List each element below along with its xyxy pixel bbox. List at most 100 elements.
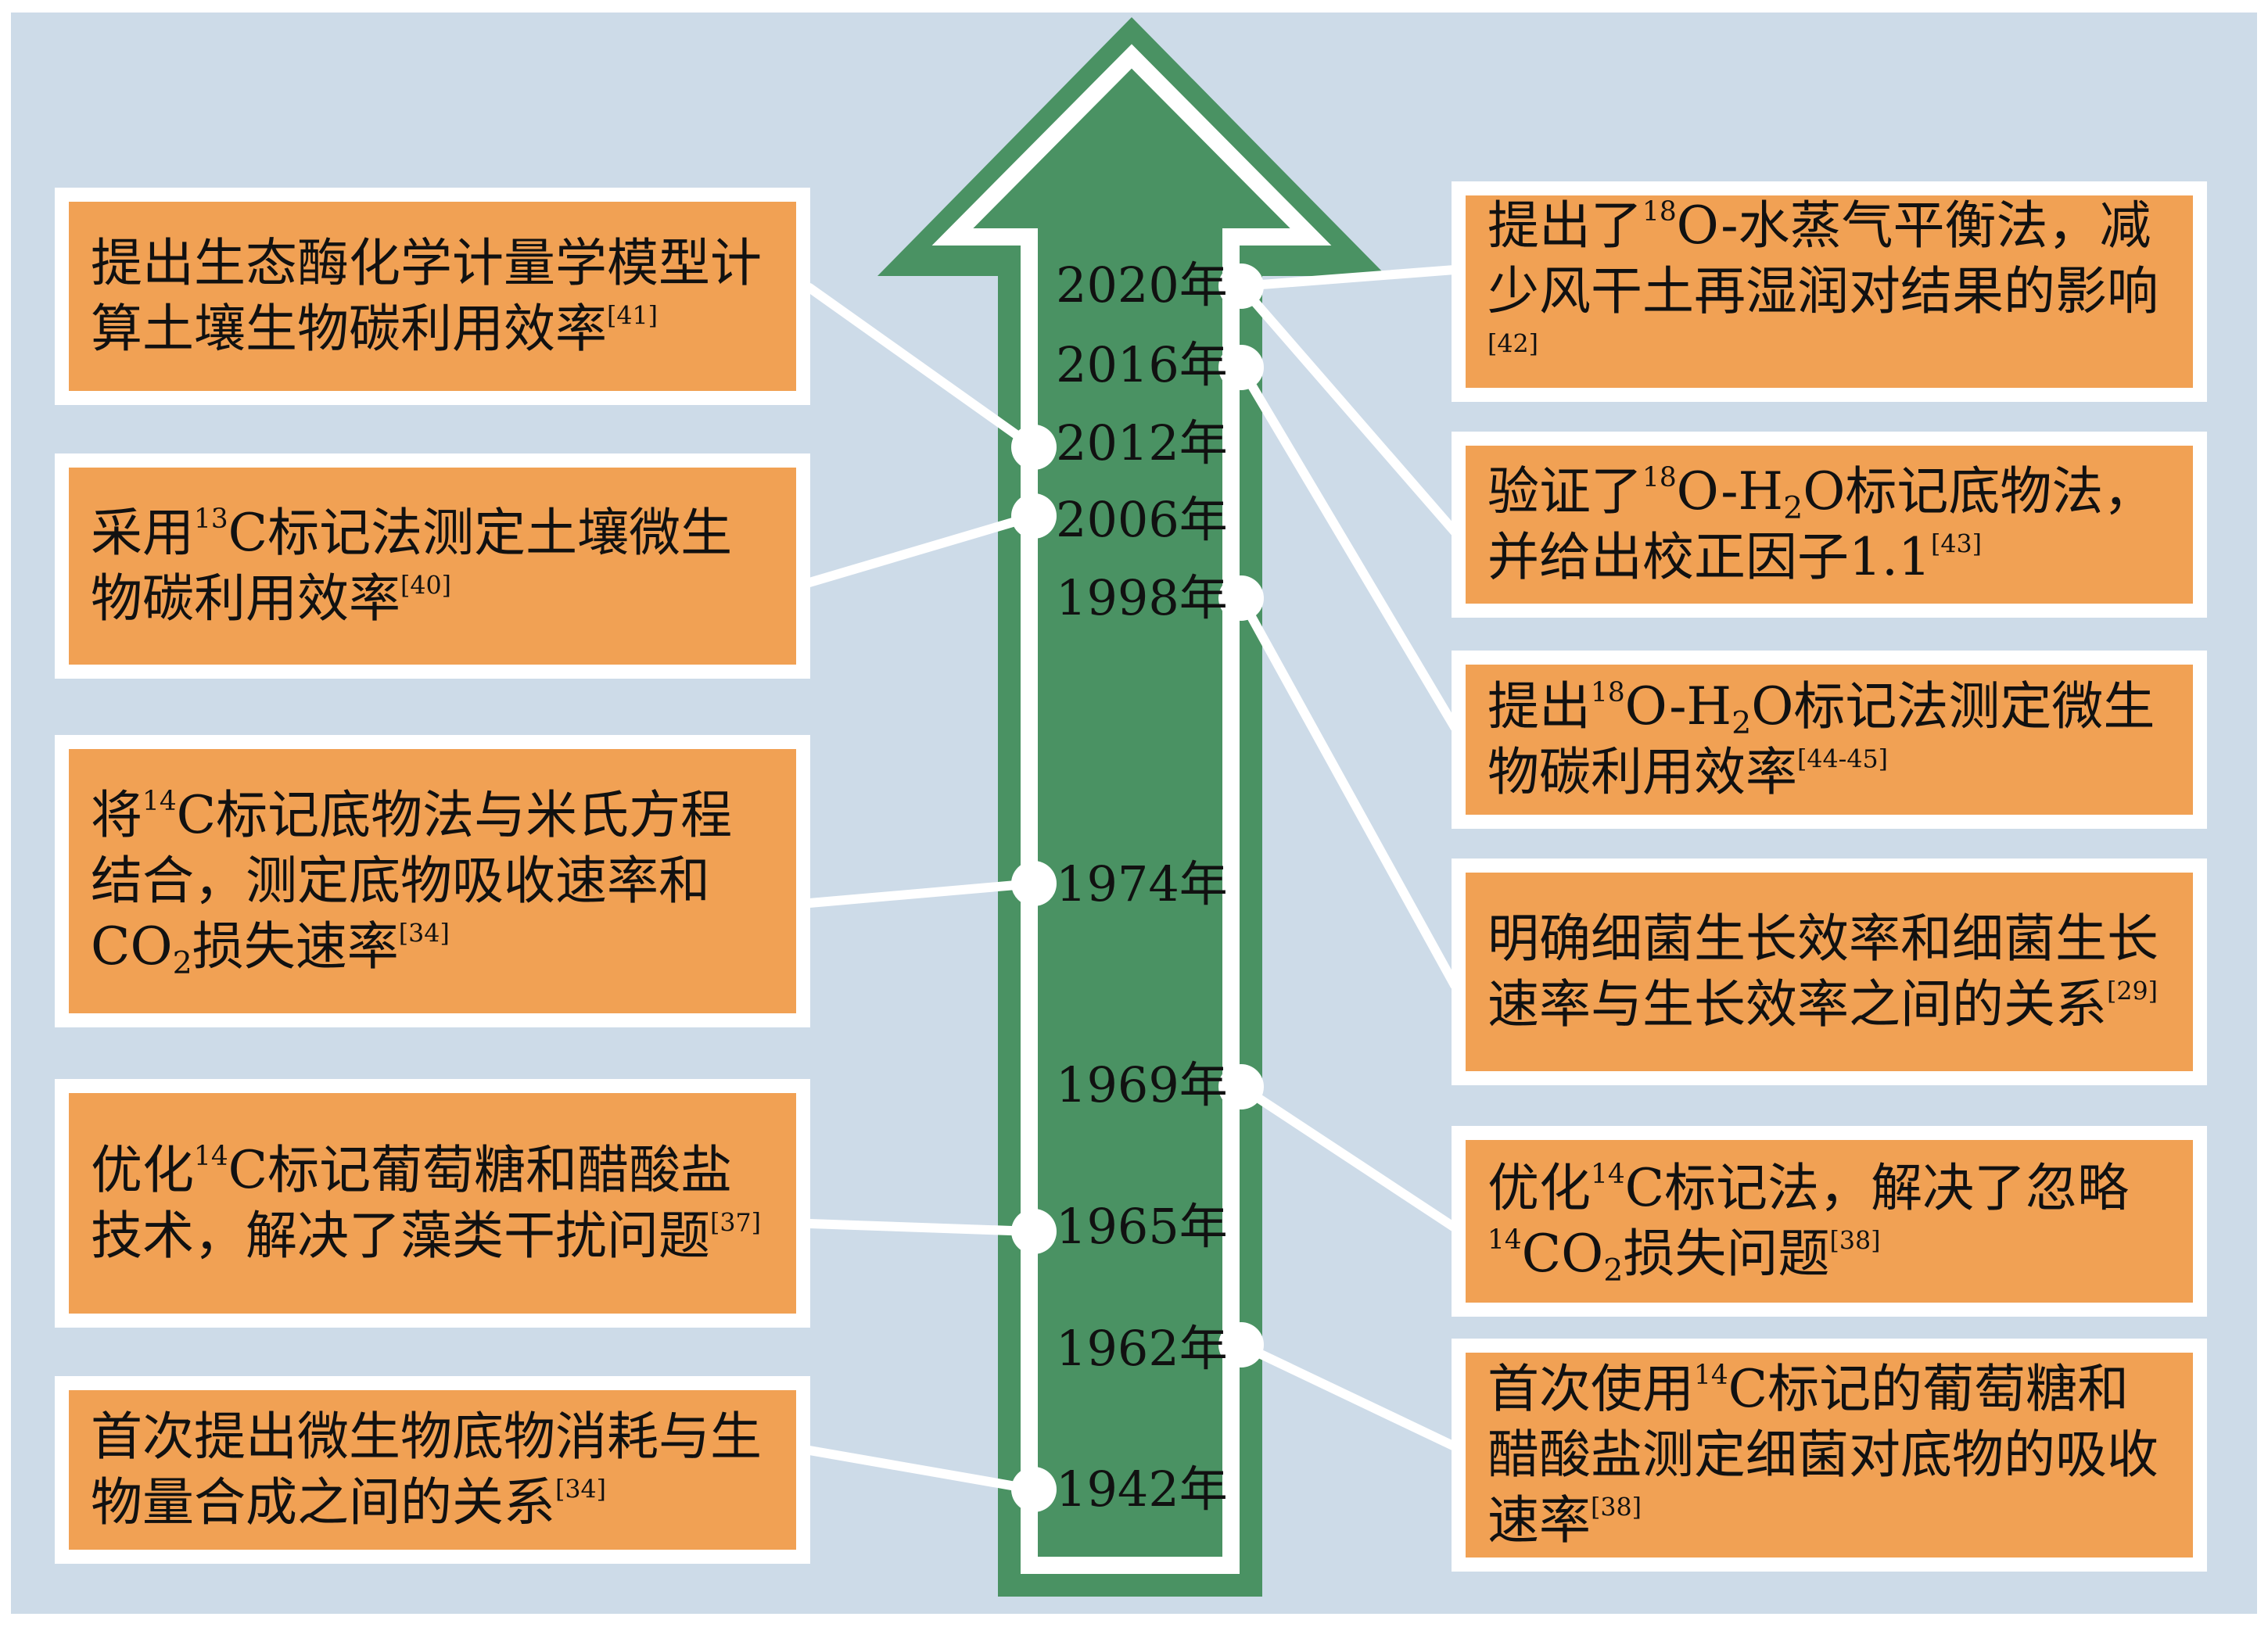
year-label: 1974年: [1056, 855, 1228, 912]
event-box-2006: 采用13C标记法测定土壤微生物碳利用效率[40]: [55, 453, 810, 679]
year-label: 1942年: [1056, 1461, 1228, 1518]
event-box-bacterial-growth: 明确细菌生长效率和细菌生长速率与生长效率之间的关系[29]: [1452, 859, 2207, 1085]
event-text-segment: 提出了: [1487, 195, 1642, 256]
event-text: 首次使用14C标记的葡萄糖和醋酸盐测定细菌对底物的吸收速率[38]: [1487, 1357, 2171, 1554]
event-text-segment: 提出生态酶化学计量学模型计算土壤生物碳利用效率: [91, 233, 762, 359]
event-text-segment: C标记底物法与米氏方程结合，测定底物吸收速率和CO: [91, 785, 733, 977]
event-text-segment: O标记法测定微生物碳利用效率: [1487, 676, 2155, 802]
timeline-dot-1962: [1218, 1322, 1264, 1368]
subscript: 2: [1783, 489, 1803, 526]
isotope-superscript: 14: [1694, 1359, 1728, 1391]
event-text-segment: 损失问题: [1623, 1224, 1830, 1284]
event-text-segment: O-H: [1676, 461, 1784, 522]
isotope-superscript: 14: [1591, 1158, 1625, 1190]
citation-ref: [38]: [1829, 1227, 1881, 1256]
year-label: 2016年: [1056, 336, 1228, 393]
event-text-segment: C标记的葡萄糖和醋酸盐测定细菌对底物的吸收速率: [1487, 1359, 2159, 1550]
year-label: 2012年: [1056, 414, 1228, 471]
year-label: 1962年: [1056, 1320, 1228, 1377]
connector-line: [805, 283, 1039, 452]
year-label: 2020年: [1056, 256, 1228, 314]
event-box-1965: 优化14C标记葡萄糖和醋酸盐技术，解决了藻类干扰问题[37]: [55, 1079, 810, 1328]
timeline-dot-2016: [1218, 345, 1264, 390]
event-text-segment: 提出: [1487, 676, 1591, 737]
event-text-segment: 首次提出微生物底物消耗与生物量合成之间的关系: [91, 1407, 762, 1532]
citation-ref: [41]: [607, 302, 659, 331]
connector-line: [805, 879, 1039, 908]
connector-line: [805, 511, 1039, 587]
event-box-1962: 首次使用14C标记的葡萄糖和醋酸盐测定细菌对底物的吸收速率[38]: [1452, 1339, 2207, 1572]
event-text: 首次提出微生物底物消耗与生物量合成之间的关系[34]: [91, 1404, 774, 1536]
citation-ref: [40]: [400, 572, 452, 600]
event-box-2016: 验证了18O-H2O标记底物法，并给出校正因子1.1[43]: [1452, 432, 2207, 618]
event-text: 优化14C标记葡萄糖和醋酸盐技术，解决了藻类干扰问题[37]: [91, 1138, 774, 1269]
event-text-segment: C标记法测定土壤微生物碳利用效率: [91, 503, 733, 629]
timeline-dot-2012: [1011, 425, 1057, 470]
event-text-segment: 将: [91, 785, 142, 845]
citation-ref: [44-45]: [1797, 745, 1889, 774]
citation-ref: [34]: [555, 1475, 607, 1504]
event-text: 提出生态酶化学计量学模型计算土壤生物碳利用效率[41]: [91, 231, 774, 362]
event-text: 提出18O-H2O标记法测定微生物碳利用效率[44-45]: [1487, 674, 2171, 805]
timeline-dot-2006: [1011, 493, 1057, 539]
event-text-segment: 优化: [91, 1140, 194, 1200]
event-text-segment: 首次使用: [1487, 1359, 1694, 1419]
isotope-superscript: 14: [142, 785, 177, 817]
event-text-segment: 优化: [1487, 1158, 1591, 1218]
isotope-superscript: 14: [1487, 1224, 1522, 1256]
event-text-segment: C标记葡萄糖和醋酸盐技术，解决了藻类干扰问题: [91, 1140, 733, 1266]
timeline-dot-1998: [1218, 575, 1264, 621]
isotope-superscript: 18: [1642, 461, 1677, 493]
event-text: 采用13C标记法测定土壤微生物碳利用效率[40]: [91, 500, 774, 632]
event-text-segment: O-水蒸气平衡法，减少风干土再湿润对结果的影响: [1487, 195, 2159, 321]
event-text: 优化14C标记法，解决了忽略14CO2损失问题[38]: [1487, 1156, 2171, 1287]
citation-ref: [29]: [2107, 977, 2159, 1006]
connector-line: [805, 1446, 1039, 1494]
connector-line: [805, 1219, 1039, 1236]
event-text-segment: O标记底物法，并给出校正因子1.1: [1487, 461, 2155, 587]
event-text-segment: O-H: [1624, 676, 1732, 737]
event-text-segment: 验证了: [1487, 461, 1642, 522]
citation-ref: [37]: [710, 1209, 762, 1238]
isotope-superscript: 18: [1591, 676, 1625, 708]
event-text: 明确细菌生长效率和细菌生长速率与生长效率之间的关系[29]: [1487, 906, 2171, 1038]
event-text-segment: 采用: [91, 503, 194, 563]
event-box-1998: 提出18O-H2O标记法测定微生物碳利用效率[44-45]: [1452, 651, 2207, 829]
event-text-segment: CO: [1521, 1224, 1604, 1284]
event-text-segment: C标记法，解决了忽略: [1624, 1158, 2130, 1218]
isotope-superscript: 18: [1642, 195, 1677, 228]
event-text-segment: 明确细菌生长效率和细菌生长速率与生长效率之间的关系: [1487, 909, 2159, 1034]
subscript: 2: [172, 945, 192, 981]
timeline-arrow: [877, 17, 1387, 1597]
timeline-dot-1969: [1218, 1064, 1264, 1109]
event-text-segment: 损失速率: [192, 916, 399, 977]
event-box-1942: 首次提出微生物底物消耗与生物量合成之间的关系[34]: [55, 1376, 810, 1564]
timeline-dot-1942: [1011, 1467, 1057, 1512]
connector-line: [1236, 265, 1459, 291]
year-label: 1998年: [1056, 569, 1228, 626]
event-text: 验证了18O-H2O标记底物法，并给出校正因子1.1[43]: [1487, 459, 2171, 590]
citation-ref: [38]: [1591, 1493, 1642, 1522]
event-box-2020: 提出了18O-水蒸气平衡法，减少风干土再湿润对结果的影响 [42]: [1452, 181, 2207, 402]
citation-ref: [42]: [1487, 330, 1539, 359]
connector-line: [1236, 363, 1459, 732]
year-label: 2006年: [1056, 491, 1228, 548]
isotope-superscript: 14: [194, 1140, 228, 1172]
event-text: 将14C标记底物法与米氏方程结合，测定底物吸收速率和CO2损失速率[34]: [91, 783, 774, 980]
citation-ref: [43]: [1930, 530, 1982, 559]
event-text: 提出了18O-水蒸气平衡法，减少风干土再湿润对结果的影响 [42]: [1487, 193, 2171, 390]
subscript: 2: [1732, 704, 1752, 741]
connector-line: [1236, 281, 1459, 536]
connector-line: [1236, 593, 1459, 990]
event-box-2012: 提出生态酶化学计量学模型计算土壤生物碳利用效率[41]: [55, 188, 810, 405]
connector-line: [1236, 1082, 1459, 1232]
event-box-1969: 优化14C标记法，解决了忽略14CO2损失问题[38]: [1452, 1126, 2207, 1317]
year-label: 1969年: [1056, 1056, 1228, 1113]
isotope-superscript: 13: [194, 503, 228, 535]
timeline-dot-1965: [1011, 1209, 1057, 1254]
subscript: 2: [1603, 1252, 1624, 1289]
connector-line: [1236, 1340, 1459, 1451]
citation-ref: [34]: [398, 919, 450, 948]
timeline-dot-2020: [1218, 263, 1264, 309]
timeline-dot-1974: [1011, 861, 1057, 906]
